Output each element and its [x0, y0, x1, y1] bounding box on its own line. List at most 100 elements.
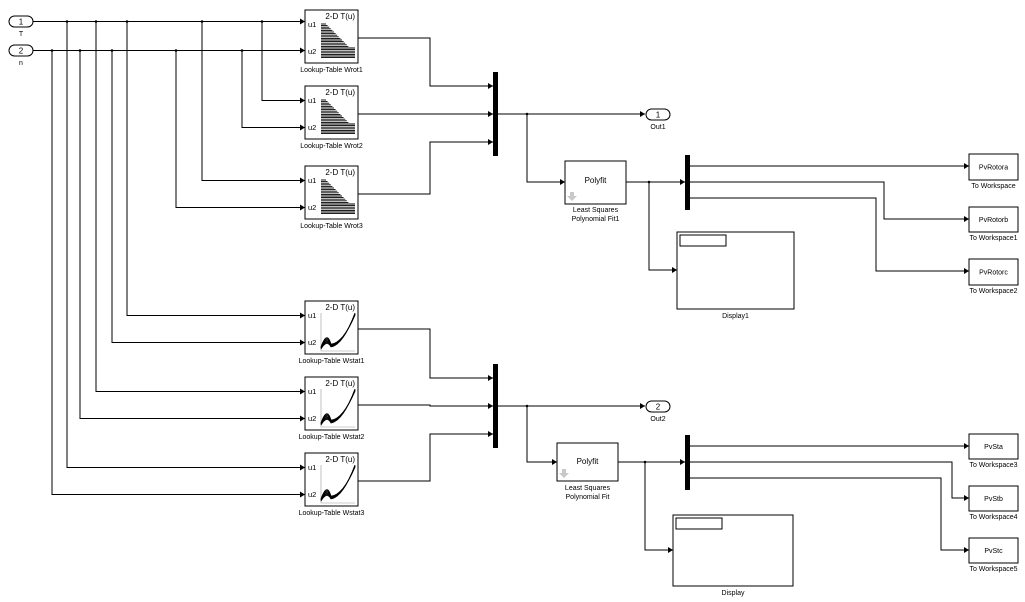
workspace-label: To Workspace3 [969, 462, 1017, 469]
lut-output-line[interactable] [358, 139, 493, 195]
polyfit-block-1[interactable]: Polyfit Least Squares Polynomial Fit1 [564, 160, 627, 223]
to-workspace-pvstc[interactable]: PvStc To Workspace5 [968, 537, 1019, 573]
outport-label: Out1 [650, 124, 665, 131]
demux-stator[interactable] [685, 435, 690, 490]
polyfit-label-line2: Polynomial Fit [566, 494, 610, 501]
inport-shape[interactable] [8, 44, 34, 57]
lut-output-line[interactable] [358, 403, 493, 409]
port-u2: u2 [308, 123, 316, 132]
lookup-table-wstat2[interactable]: 2-D T(u) u1 u2 Lookup-Table Wstat2 [299, 376, 365, 441]
lookup-plot-icon [320, 388, 356, 428]
port-u1: u1 [308, 96, 316, 105]
lookup-plot-icon [321, 179, 355, 215]
lookup-label: Lookup-Table Wstat1 [299, 358, 365, 365]
plot-axes [320, 465, 355, 504]
workspace-box[interactable] [968, 206, 1019, 233]
mux-rotor[interactable] [493, 72, 498, 156]
demux-output-line[interactable] [690, 181, 969, 222]
signal-line-n-branch[interactable] [175, 50, 305, 211]
outport-out2[interactable]: 2 Out2 [645, 400, 671, 423]
signal-line-n-branch[interactable] [79, 50, 305, 422]
lookup-title: 2-D T(u) [325, 88, 355, 97]
polyfit-block-2[interactable]: Polyfit Least Squares Polynomial Fit [556, 442, 619, 501]
lookup-table-wrot2[interactable]: 2-D T(u) u1 u2 Lookup-Table Wrot2 [300, 85, 363, 150]
plot-curve [320, 390, 356, 424]
inport-n[interactable]: 2 n [8, 44, 34, 67]
lookup-title: 2-D T(u) [325, 168, 355, 177]
outport-number: 2 [656, 403, 661, 412]
polyfit-input-line[interactable] [526, 406, 557, 465]
signal-lines [33, 18, 969, 553]
signal-line-n-branch[interactable] [111, 50, 305, 346]
port-u2: u2 [308, 414, 316, 423]
port-u1: u1 [308, 463, 316, 472]
down-arrow-icon [567, 192, 577, 201]
polyfit-input-line[interactable] [526, 114, 565, 185]
outport-out1[interactable]: 1 Out1 [645, 108, 671, 131]
polyfit-label-line1: Least Squares [565, 485, 611, 492]
workspace-box[interactable] [968, 433, 1019, 460]
workspace-label: To Workspace [971, 183, 1015, 190]
lookup-title: 2-D T(u) [325, 303, 355, 312]
to-workspace-pvstb[interactable]: PvStb To Workspace4 [968, 485, 1019, 521]
signal-line-T-branch[interactable] [95, 21, 305, 395]
lut-output-line[interactable] [358, 328, 493, 381]
inport-number: 1 [19, 18, 24, 27]
plot-curve [320, 314, 356, 348]
lookup-table-wstat1[interactable]: 2-D T(u) u1 u2 Lookup-Table Wstat1 [299, 300, 365, 365]
signal-line-T-branch[interactable] [66, 21, 305, 471]
lookup-table-wrot3[interactable]: 2-D T(u) u1 u2 Lookup-Table Wrot3 [300, 165, 363, 230]
outport-shape[interactable] [645, 108, 671, 121]
to-workspace-pvrotorc[interactable]: PvRotorc To Workspace2 [968, 258, 1019, 295]
signal-line-n-branch[interactable] [241, 50, 305, 131]
demux-output-line[interactable] [690, 461, 969, 501]
workspace-var: PvStb [984, 496, 1003, 503]
workspace-box[interactable] [968, 537, 1019, 564]
outport-shape[interactable] [645, 400, 671, 413]
to-workspace-pvrotora[interactable]: PvRotora To Workspace [968, 153, 1019, 190]
workspace-box[interactable] [968, 153, 1019, 181]
lut-output-line[interactable] [358, 37, 493, 89]
lookup-plot-icon [320, 312, 356, 352]
outport-number: 1 [656, 111, 661, 120]
inport-T[interactable]: 1 T [8, 15, 34, 38]
workspace-label: To Workspace1 [969, 235, 1017, 242]
workspace-box[interactable] [968, 485, 1019, 512]
display-input-line[interactable] [648, 182, 677, 273]
demux-output-line[interactable] [690, 197, 969, 274]
polyfit-label-line1: Least Squares [573, 207, 619, 214]
display-value-field [679, 234, 727, 247]
workspace-label: To Workspace2 [969, 288, 1017, 295]
workspace-box[interactable] [968, 258, 1019, 286]
display-input-line[interactable] [644, 462, 673, 553]
lookup-table-wrot1[interactable]: 2-D T(u) u1 u2 Lookup-Table Wrot1 [300, 9, 363, 74]
lookup-title: 2-D T(u) [325, 12, 355, 21]
display1-block[interactable]: Display1 [676, 231, 795, 320]
display-block[interactable]: Display [672, 514, 794, 597]
port-u2: u2 [308, 47, 316, 56]
inport-shape[interactable] [8, 15, 34, 28]
lookup-label: Lookup-Table Wrot1 [300, 67, 363, 74]
port-u1: u1 [308, 20, 316, 29]
lookup-title: 2-D T(u) [325, 379, 355, 388]
polyfit-text: Polyfit [585, 176, 608, 185]
to-workspace-pvsta[interactable]: PvSta To Workspace3 [968, 433, 1019, 469]
port-u1: u1 [308, 387, 316, 396]
inport-label: n [19, 60, 23, 67]
to-workspace-pvrotorb[interactable]: PvRotorb To Workspace1 [968, 206, 1019, 242]
inport-label: T [19, 31, 24, 38]
inport-number: 2 [19, 47, 24, 56]
signal-line-T-branch[interactable] [126, 21, 305, 319]
mux-stator[interactable] [493, 364, 498, 448]
outport-label: Out2 [650, 416, 665, 423]
plot-axes [320, 313, 355, 352]
lut-output-line[interactable] [358, 431, 493, 482]
demux-output-line[interactable] [690, 477, 969, 553]
signal-line-T-branch[interactable] [201, 21, 305, 184]
signal-line-T-branch[interactable] [261, 21, 305, 104]
lookup-label: Lookup-Table Wrot2 [300, 143, 363, 150]
lookup-table-wstat3[interactable]: 2-D T(u) u1 u2 Lookup-Table Wstat3 [299, 452, 365, 517]
signal-line-n-branch[interactable] [51, 50, 305, 498]
demux-rotor[interactable] [685, 155, 690, 210]
